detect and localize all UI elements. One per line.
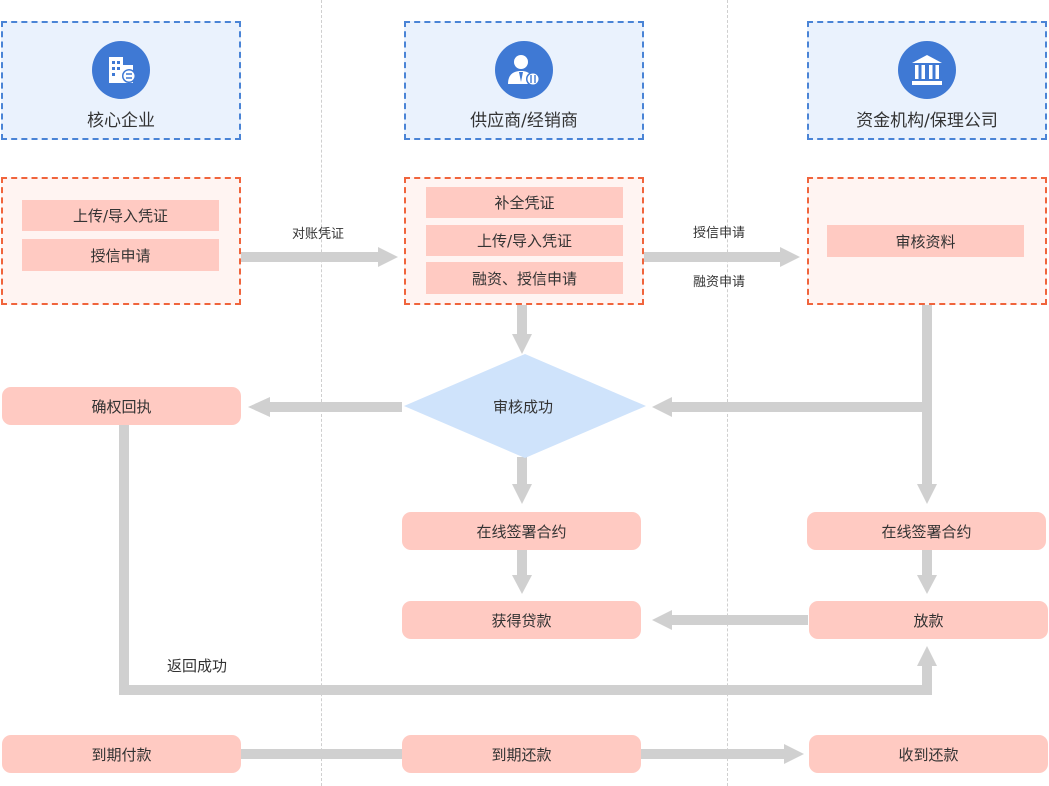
header-core-enterprise: 核心企业: [1, 21, 241, 140]
arrow-return-success: [119, 424, 932, 695]
node-confirm-receipt: 确权回执: [2, 387, 241, 425]
arrowhead: [512, 575, 532, 594]
core-upload-voucher: 上传/导入凭证: [22, 200, 219, 231]
arrowhead: [652, 610, 672, 630]
node-due-payment: 到期付款: [2, 735, 241, 773]
core-credit-apply: 授信申请: [22, 239, 219, 271]
supplier-person-icon: [495, 41, 553, 99]
funder-review-materials: 审核资料: [827, 225, 1024, 257]
supplier-finance-credit-apply: 融资、授信申请: [426, 262, 623, 294]
label-finance-apply: 融资申请: [693, 275, 746, 290]
arrowhead: [917, 646, 937, 666]
supplier-upload-voucher: 上传/导入凭证: [426, 225, 623, 256]
arrowhead: [248, 397, 270, 417]
header-title: 资金机构/保理公司: [856, 111, 998, 131]
arrowhead: [917, 575, 937, 594]
arrowhead: [512, 334, 532, 354]
decision-diamond: [404, 354, 646, 458]
column-divider: [727, 0, 728, 786]
node-disburse: 放款: [809, 601, 1048, 639]
arrowhead: [784, 744, 804, 764]
header-funder: 资金机构/保理公司: [807, 21, 1047, 140]
label-return-success: 返回成功: [167, 657, 228, 675]
decision-label: 审核成功: [492, 398, 553, 416]
enterprise-building-icon: [92, 41, 150, 99]
arrowhead: [378, 247, 398, 267]
arrowhead: [512, 484, 532, 504]
arrowhead: [652, 397, 672, 417]
arrowhead: [780, 247, 800, 267]
node-get-loan: 获得贷款: [402, 601, 641, 639]
arrow-funder-to-decision: [672, 305, 932, 412]
supplier-complete-voucher: 补全凭证: [426, 187, 623, 218]
header-title: 核心企业: [87, 111, 155, 131]
header-supplier: 供应商/经销商: [404, 21, 644, 140]
node-funder-sign-contract: 在线签署合约: [807, 512, 1046, 550]
column-divider: [321, 0, 322, 786]
node-due-repayment: 到期还款: [402, 735, 641, 773]
arrowhead: [917, 484, 937, 504]
label-reconcile-voucher: 对账凭证: [292, 227, 345, 242]
label-credit-apply: 授信申请: [693, 226, 746, 241]
node-supplier-sign-contract: 在线签署合约: [402, 512, 641, 550]
node-receive-repayment: 收到还款: [809, 735, 1048, 773]
bank-institution-icon: [898, 41, 956, 99]
header-title: 供应商/经销商: [470, 111, 578, 131]
